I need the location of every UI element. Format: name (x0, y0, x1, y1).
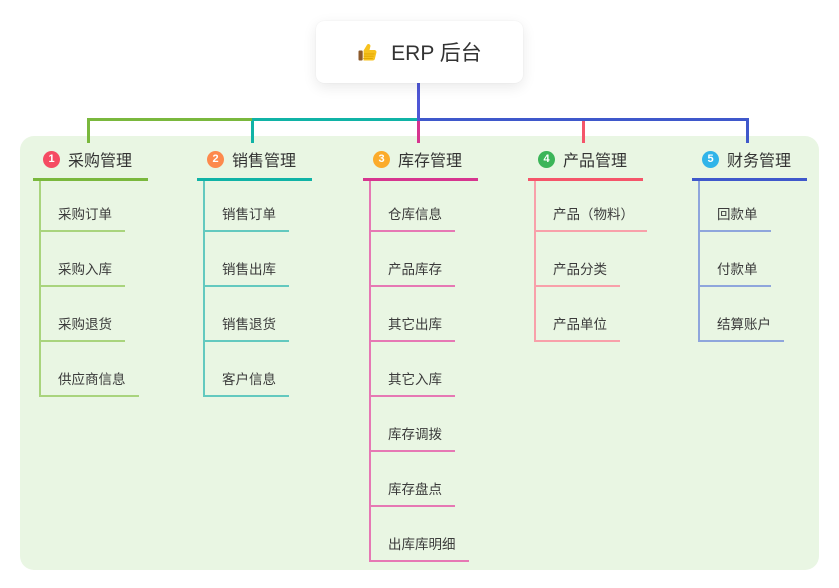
child-node-row: 产品（物料） (536, 181, 647, 232)
branch-children: 产品（物料） 产品分类产品单位 (534, 181, 647, 342)
child-node-row: 回款单 (700, 181, 784, 232)
child-node-row: 销售出库 (205, 232, 289, 287)
branch-title-label: 销售管理 (232, 153, 297, 170)
branch-title[interactable]: 1 采购管理 (33, 147, 148, 181)
root-node[interactable]: ERP 后台 (316, 21, 523, 83)
child-node-row: 采购订单 (41, 181, 139, 232)
child-node-row: 付款单 (700, 232, 784, 287)
child-node-row: 销售退货 (205, 287, 289, 342)
branch-title-label: 采购管理 (68, 153, 133, 170)
connector-horizontal-left (88, 118, 252, 121)
child-node-label[interactable]: 付款单 (700, 258, 771, 287)
child-node-row: 出库库明细 (371, 507, 469, 562)
child-node-label[interactable]: 库存盘点 (371, 478, 455, 507)
branch-number-badge: 3 (373, 150, 390, 168)
child-node-label[interactable]: 回款单 (700, 203, 771, 232)
child-node-row: 采购退货 (41, 287, 139, 342)
child-node-label[interactable]: 产品库存 (371, 258, 455, 287)
thumbs-up-icon (358, 44, 377, 61)
child-node-row: 客户信息 (205, 342, 289, 397)
child-node-label[interactable]: 采购入库 (41, 258, 125, 287)
child-node-row: 其它出库 (371, 287, 469, 342)
branch-5: 5 财务管理回款单付款单结算账户 (692, 147, 807, 342)
connector-drop-3 (416, 118, 420, 143)
branch-children: 仓库信息产品库存其它出库其它入库库存调拨库存盘点出库库明细 (369, 181, 469, 562)
branch-4: 4 产品管理产品（物料） 产品分类产品单位 (528, 147, 647, 342)
child-node-row: 仓库信息 (371, 181, 469, 232)
branch-children: 回款单付款单结算账户 (698, 181, 784, 342)
branch-number-badge: 2 (207, 150, 224, 168)
child-node-row: 库存盘点 (371, 452, 469, 507)
child-node-label[interactable]: 库存调拨 (371, 423, 455, 452)
child-node-label[interactable]: 产品单位 (536, 313, 620, 342)
branch-title[interactable]: 5 财务管理 (692, 147, 807, 181)
child-node-row: 供应商信息 (41, 342, 139, 397)
child-node-row: 产品单位 (536, 287, 647, 342)
child-node-label[interactable]: 采购订单 (41, 203, 125, 232)
branch-children: 采购订单采购入库采购退货供应商信息 (39, 181, 139, 397)
branch-title-label: 财务管理 (727, 153, 792, 170)
connector-root-stem (416, 83, 420, 121)
child-node-label[interactable]: 采购退货 (41, 313, 125, 342)
branch-2: 2 销售管理销售订单销售出库销售退货客户信息 (197, 147, 312, 397)
mindmap-panel (20, 136, 819, 570)
branch-children: 销售订单销售出库销售退货客户信息 (203, 181, 289, 397)
child-node-row: 库存调拨 (371, 397, 469, 452)
branch-title-label: 产品管理 (563, 153, 628, 170)
child-node-row: 产品库存 (371, 232, 469, 287)
branch-title-label: 库存管理 (398, 153, 463, 170)
connector-horizontal-right (419, 118, 747, 121)
child-node-row: 采购入库 (41, 232, 139, 287)
branch-title[interactable]: 2 销售管理 (197, 147, 312, 181)
root-title: ERP 后台 (391, 42, 482, 65)
child-node-row: 销售订单 (205, 181, 289, 232)
branch-title[interactable]: 3 库存管理 (363, 147, 478, 181)
child-node-label[interactable]: 产品（物料） (536, 203, 647, 232)
branch-1: 1 采购管理采购订单采购入库采购退货供应商信息 (33, 147, 148, 397)
child-node-row: 产品分类 (536, 232, 647, 287)
child-node-row: 其它入库 (371, 342, 469, 397)
child-node-label[interactable]: 结算账户 (700, 313, 784, 342)
connector-drop-2 (250, 118, 254, 143)
child-node-label[interactable]: 客户信息 (205, 368, 289, 397)
branch-title[interactable]: 4 产品管理 (528, 147, 643, 181)
connector-horizontal-mid (252, 118, 419, 121)
connector-drop-1 (86, 118, 90, 143)
branch-number-badge: 4 (538, 150, 555, 168)
child-node-label[interactable]: 仓库信息 (371, 203, 455, 232)
child-node-label[interactable]: 其它入库 (371, 368, 455, 397)
child-node-label[interactable]: 产品分类 (536, 258, 620, 287)
branch-number-badge: 1 (43, 150, 60, 168)
child-node-row: 结算账户 (700, 287, 784, 342)
branch-3: 3 库存管理仓库信息产品库存其它出库其它入库库存调拨库存盘点出库库明细 (363, 147, 478, 562)
branch-number-badge: 5 (702, 150, 719, 168)
connector-drop-4 (581, 118, 585, 143)
child-node-label[interactable]: 出库库明细 (371, 533, 469, 562)
connector-drop-5 (745, 118, 749, 143)
child-node-label[interactable]: 销售出库 (205, 258, 289, 287)
child-node-label[interactable]: 供应商信息 (41, 368, 139, 397)
child-node-label[interactable]: 销售订单 (205, 203, 289, 232)
child-node-label[interactable]: 其它出库 (371, 313, 455, 342)
child-node-label[interactable]: 销售退货 (205, 313, 289, 342)
